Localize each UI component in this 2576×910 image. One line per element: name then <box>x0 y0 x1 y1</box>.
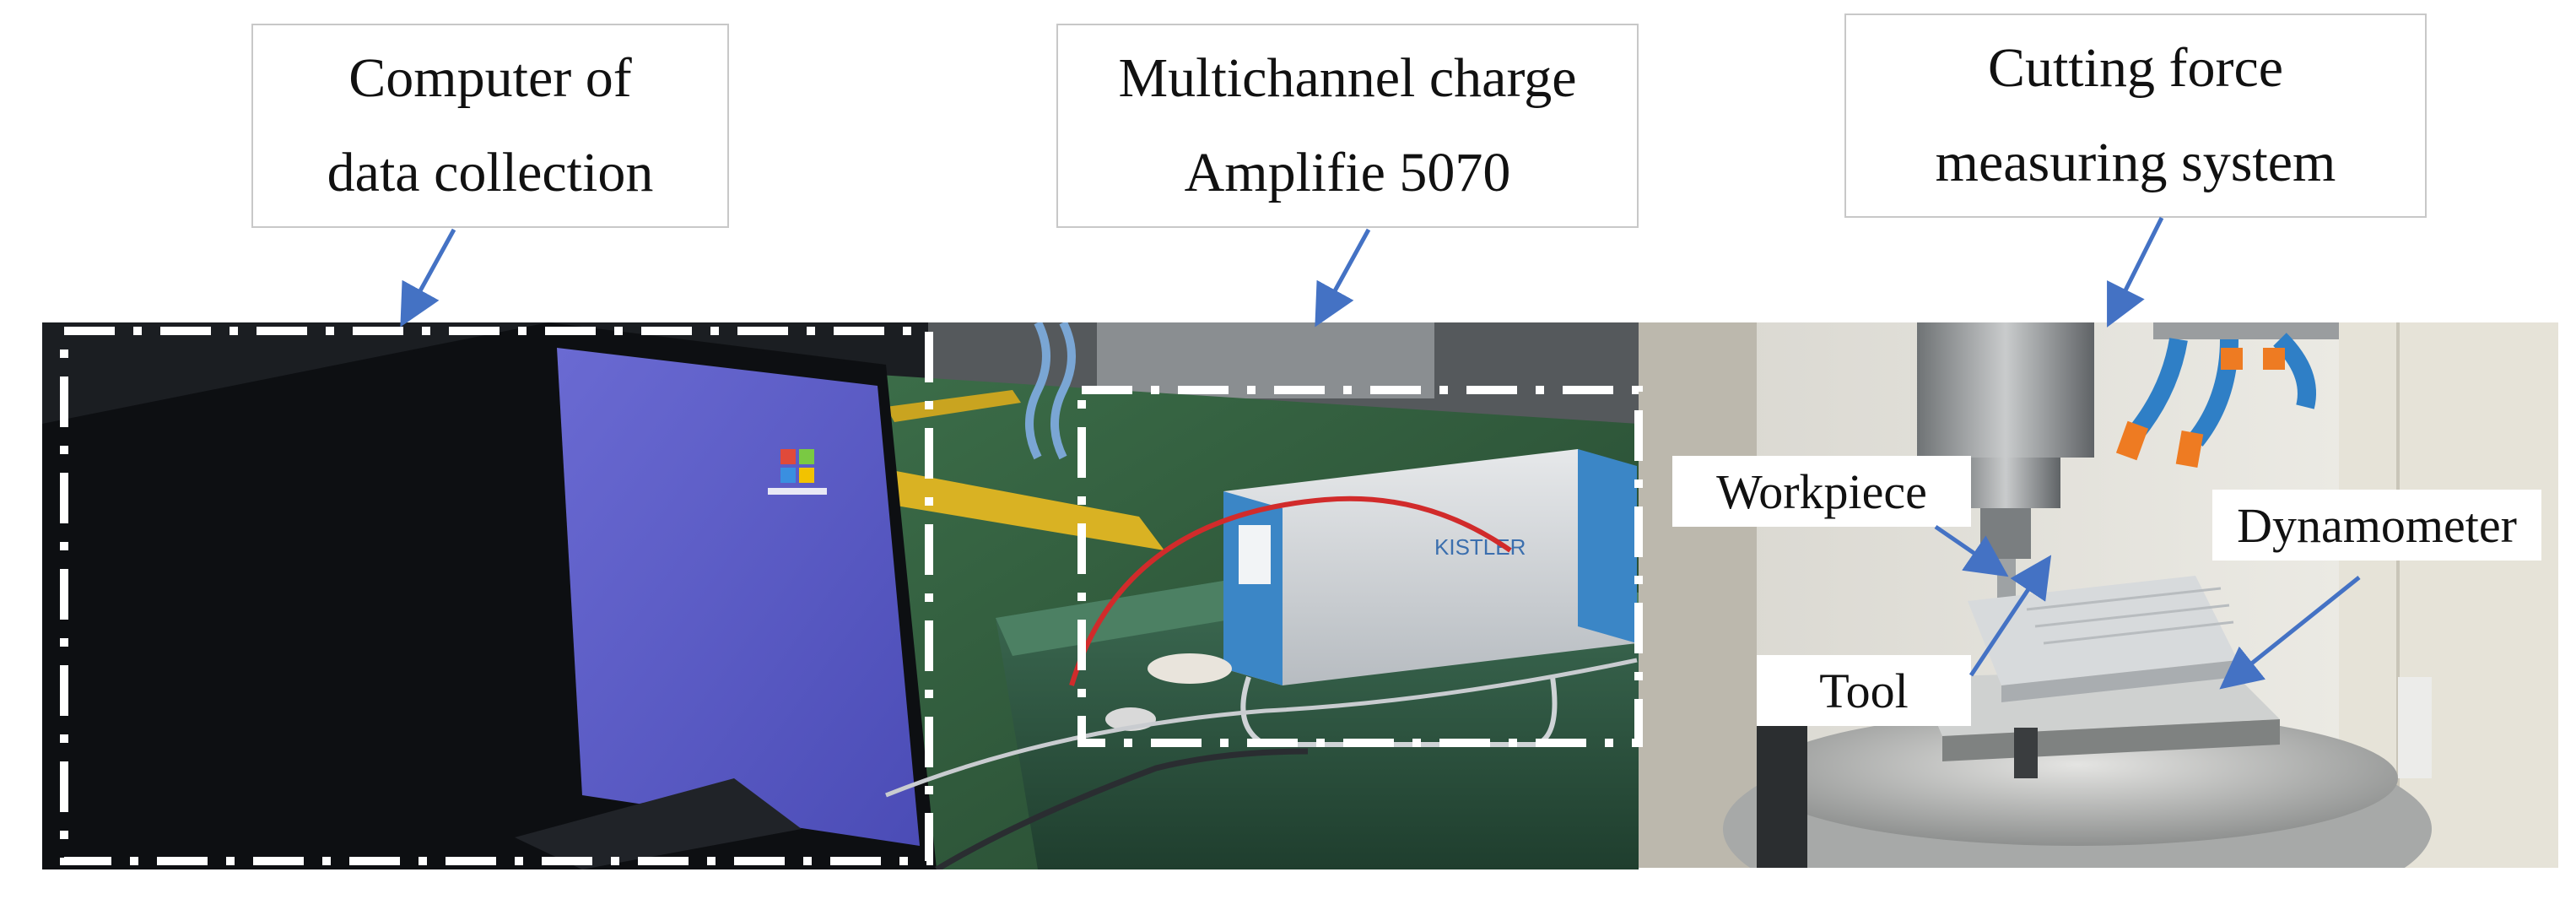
callout-workpiece: Workpiece <box>1672 456 1971 527</box>
red-cable <box>1069 496 1512 686</box>
arrow-measuring <box>2107 216 2164 328</box>
label-measuring-line2: measuring system <box>1935 132 2336 193</box>
callout-dynamometer-text: Dynamometer <box>2237 497 2517 553</box>
photo-machining-setup-drawing <box>1639 322 2558 868</box>
charge-amplifier: KISTLER <box>1223 449 1637 747</box>
label-computer-line2: data collection <box>327 142 654 203</box>
label-computer: Computer of data collection <box>251 24 729 228</box>
callout-tool-text: Tool <box>1819 663 1909 718</box>
arrow-tool <box>1968 555 2052 677</box>
label-measuring-line1: Cutting force <box>1987 36 2284 99</box>
arrow-computer <box>400 228 456 328</box>
callout-workpiece-text: Workpiece <box>1716 463 1927 519</box>
arrow-workpiece <box>1934 524 2009 577</box>
windows-logo <box>768 449 827 495</box>
callout-dynamometer: Dynamometer <box>2212 490 2541 561</box>
frame-computer <box>60 327 933 865</box>
frame-amplifier <box>1077 386 1643 747</box>
workpiece <box>1968 576 2238 685</box>
amplifier-brand-text: KISTLER <box>1434 534 1526 560</box>
coolant-nozzles <box>2115 322 2339 468</box>
callout-tool: Tool <box>1757 655 1971 726</box>
floor-stripe <box>869 466 1164 550</box>
spindle <box>1917 322 2094 559</box>
keyboard <box>515 778 802 869</box>
photo-lab-setup: KISTLER <box>42 322 1639 869</box>
monitor-screen <box>557 348 920 846</box>
label-amplifier: Multichannel charge Amplifie 5070 <box>1056 24 1639 228</box>
arrow-amplifier <box>1315 228 1371 328</box>
label-computer-line1: Computer of <box>348 46 632 109</box>
label-measuring-system: Cutting force measuring system <box>1844 14 2427 218</box>
photo-machining-setup <box>1639 322 2558 868</box>
label-amplifier-line2: Amplifie 5070 <box>1184 142 1511 203</box>
photo-lab-setup-drawing: KISTLER <box>42 322 1639 869</box>
label-amplifier-line1: Multichannel charge <box>1118 46 1577 109</box>
arrow-dynamometer <box>2219 576 2361 690</box>
